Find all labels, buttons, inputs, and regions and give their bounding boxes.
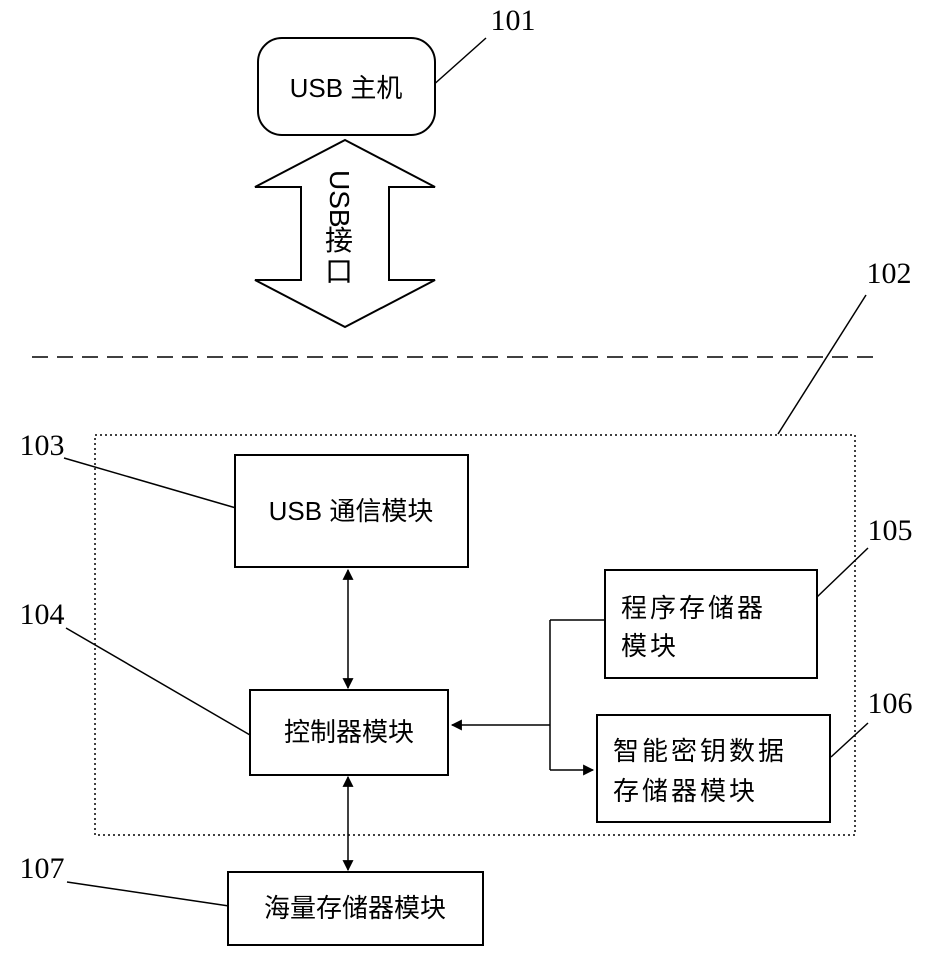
ref-102-leader-line	[777, 294, 867, 435]
program-memory-box	[604, 569, 818, 679]
ref-107-label: 107	[20, 852, 65, 885]
ref-101-leader-line	[430, 37, 487, 88]
smart-key-memory-label-line1: 智能密钥数据	[613, 736, 787, 766]
smart-key-memory-label-line2: 存储器模块	[613, 776, 758, 806]
usb-interface-label-jie: 接	[325, 225, 353, 256]
usb-interface-label-kou: 口	[325, 256, 353, 287]
usb-host-box	[257, 37, 436, 136]
program-memory-label-line1: 程序存储器	[621, 593, 766, 623]
ref-107-leader-line	[66, 881, 230, 907]
ref-101-label: 101	[491, 4, 536, 37]
mass-storage-label: 海量存储器模块	[264, 893, 446, 923]
usb-host-label: USB 主机	[290, 73, 403, 103]
smart-key-memory-box	[596, 714, 831, 823]
ref-102-label: 102	[867, 257, 912, 290]
ref-103-label: 103	[20, 429, 65, 462]
mass-storage-box	[227, 871, 484, 946]
ref-105-leader-line	[816, 547, 869, 598]
controller-module-box	[249, 689, 449, 776]
usb-comm-module-box	[234, 454, 469, 568]
controller-module-label: 控制器模块	[284, 717, 414, 747]
ref-103-leader-line	[63, 457, 237, 509]
usb-interface-label-usb: USB	[324, 170, 355, 228]
ref-104-leader-line	[65, 627, 251, 736]
ref-106-label: 106	[868, 687, 913, 720]
ref-104-label: 104	[20, 598, 65, 631]
ref-105-label: 105	[868, 514, 913, 547]
usb-comm-module-label: USB 通信模块	[269, 496, 434, 526]
program-memory-label-line2: 模块	[621, 631, 679, 661]
ref-106-leader-line	[830, 722, 869, 758]
usb-interface-block-arrow	[254, 138, 436, 329]
device-boundary-box	[94, 434, 856, 836]
